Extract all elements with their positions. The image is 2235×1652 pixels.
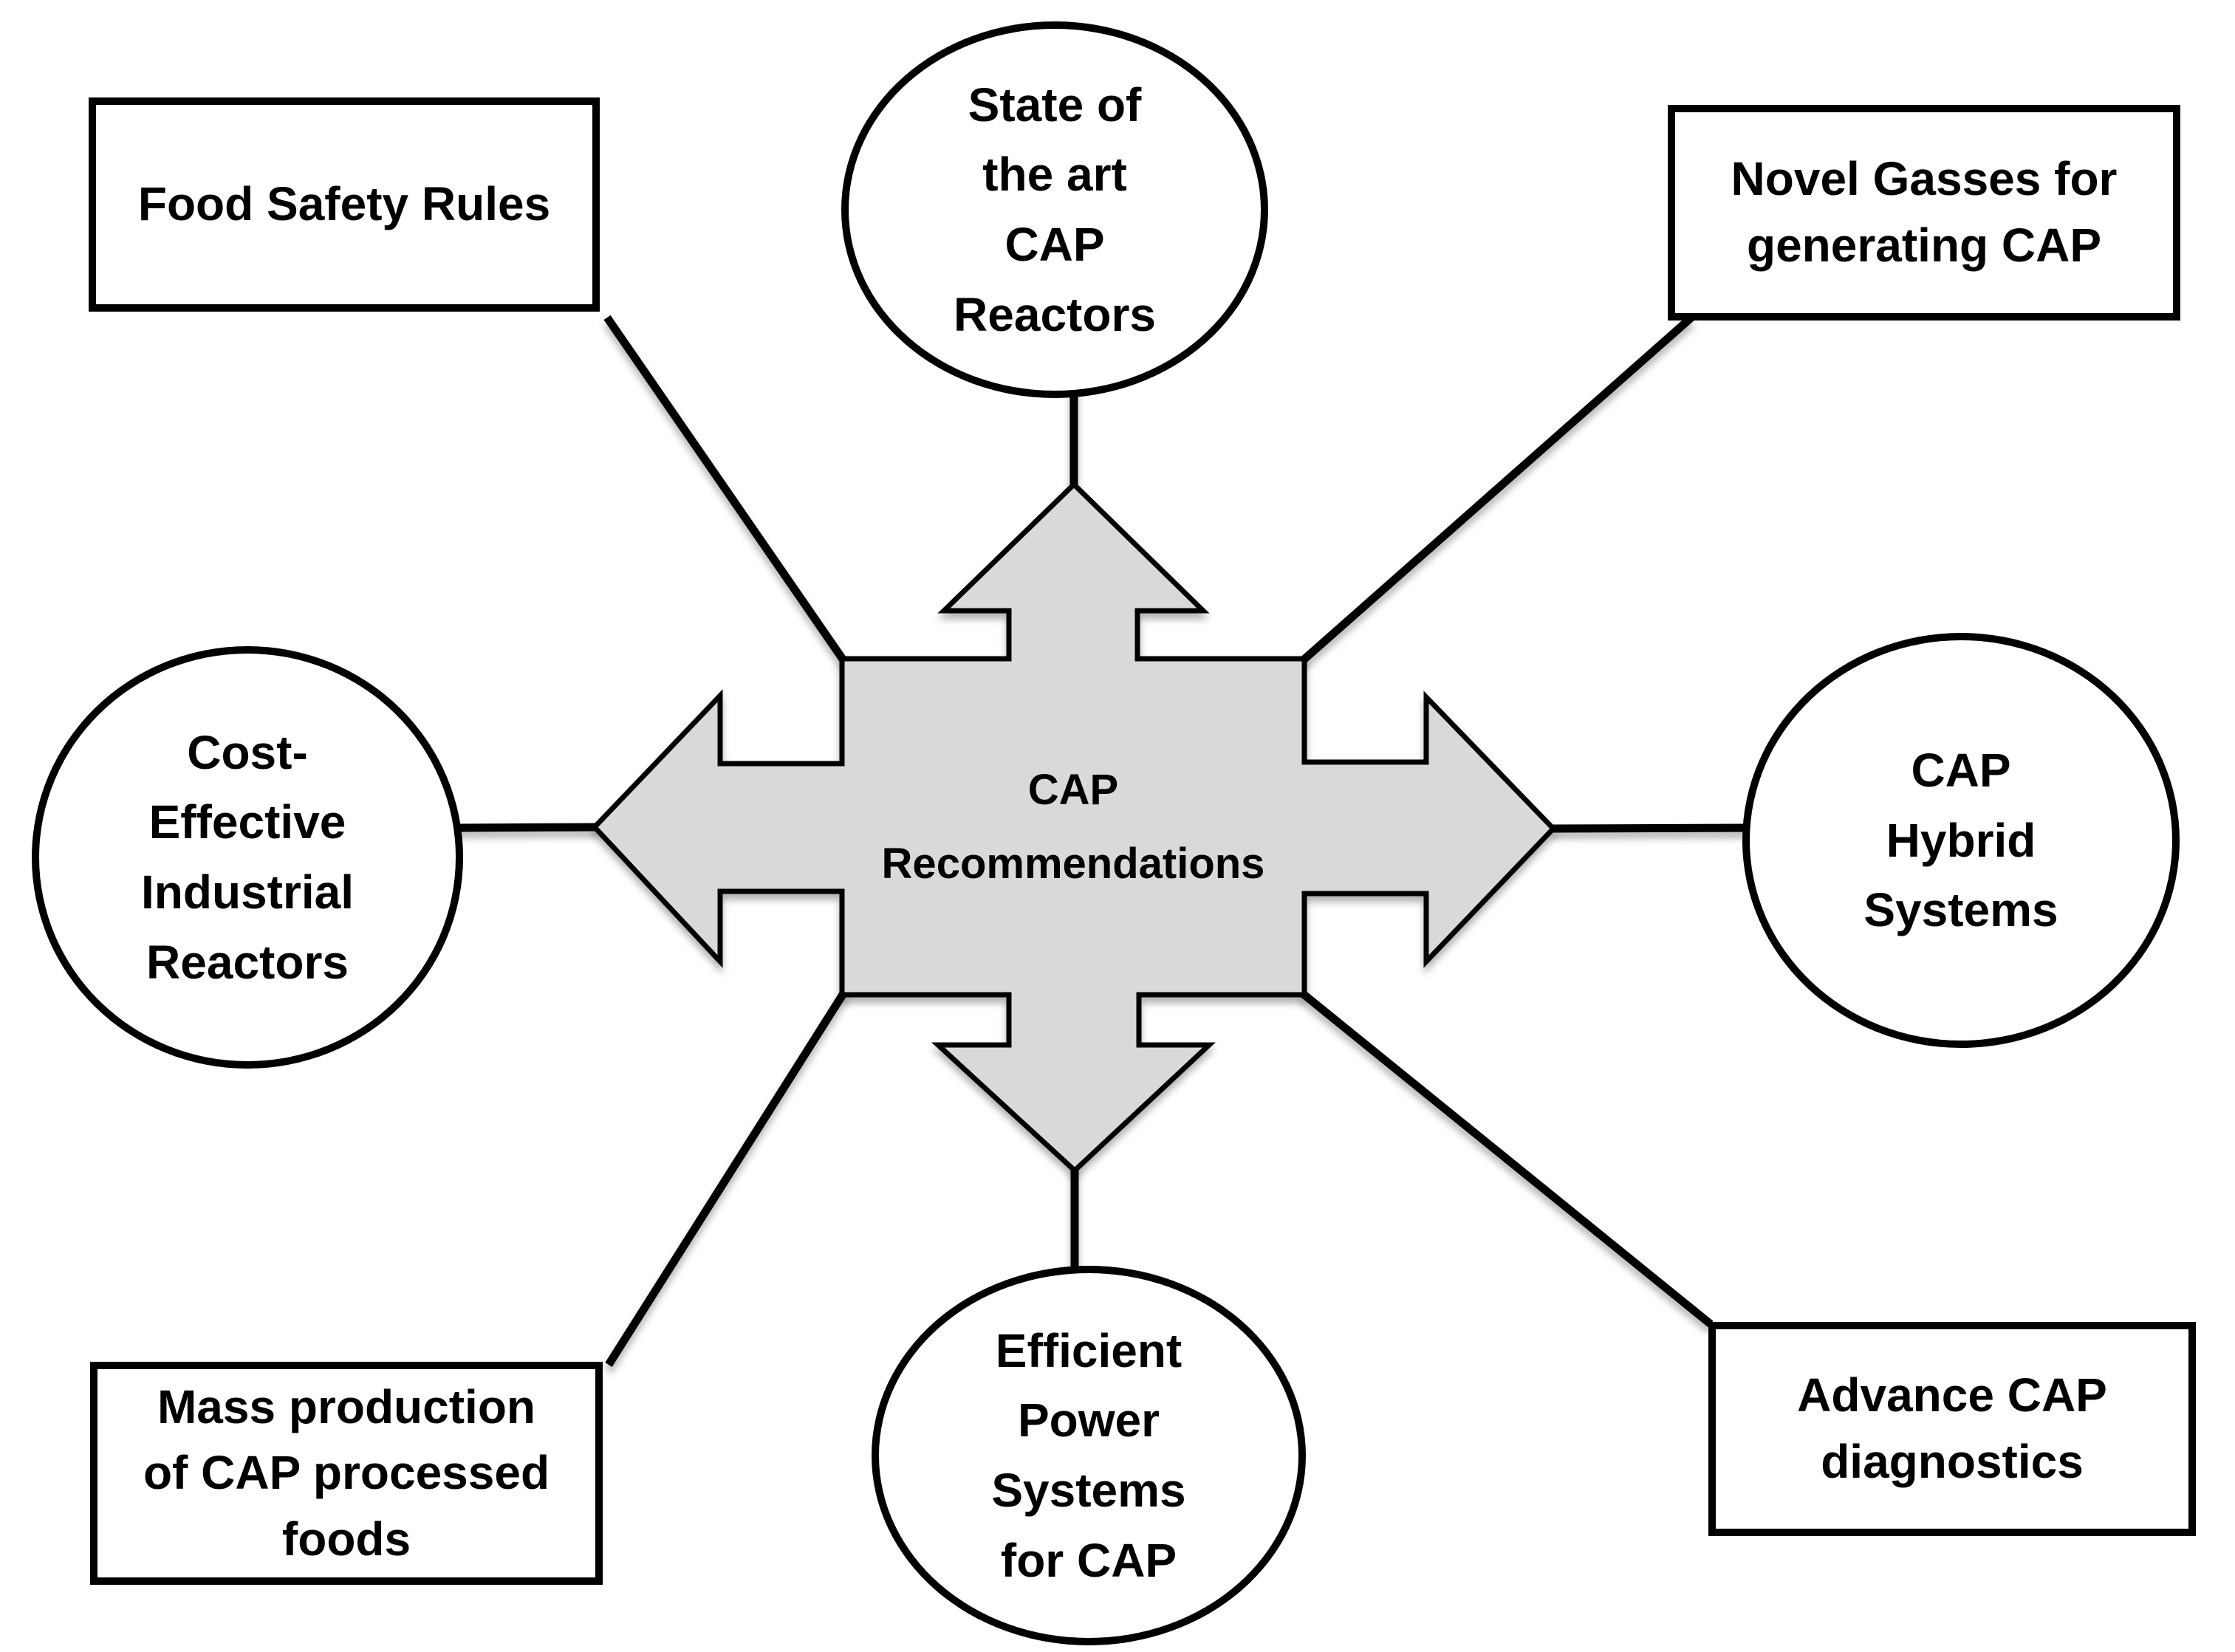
node-food-safety-rules-label: Food Safety Rules [137,177,551,231]
node-food-safety-rules: Food Safety Rules [89,97,600,312]
node-efficient-power-systems-for-cap: Efficient Power Systems for CAP [872,1266,1306,1645]
node-advance-cap-diagnostics: Advance CAP diagnostics [1708,1322,2196,1536]
connector-top-left [603,315,849,665]
connector-bottom-left [605,989,849,1367]
connector-left [456,823,600,832]
node-cap-hybrid-systems-label: CAP Hybrid Systems [1863,743,2058,937]
node-state-of-the-art-cap-reactors-label: State of the art CAP Reactors [954,78,1156,341]
node-efficient-power-systems-for-cap-label: Efficient Power Systems for CAP [991,1323,1186,1587]
connector-right [1550,823,1750,833]
node-cost-effective-industrial-reactors-label: Cost- Effective Industrial Reactors [140,725,355,989]
quad-arrow-shape [591,481,1557,1174]
node-mass-production-of-cap-processed-foods: Mass production of CAP processed foods [90,1362,603,1585]
node-cost-effective-industrial-reactors: Cost- Effective Industrial Reactors [32,646,463,1069]
connector-bottom-right [1298,989,1714,1328]
node-state-of-the-art-cap-reactors: State of the art CAP Reactors [841,21,1268,398]
node-novel-gasses-for-generating-cap-label: Novel Gasses for generating CAP [1731,152,2118,272]
node-advance-cap-diagnostics-label: Advance CAP diagnostics [1797,1368,2107,1488]
connector-top-right [1298,314,1694,665]
center-cap-recommendations: CAP Recommendations [837,702,1310,953]
center-cap-recommendations-label: CAP Recommendations [881,766,1265,888]
node-mass-production-of-cap-processed-foods-label: Mass production of CAP processed foods [143,1379,550,1566]
node-cap-hybrid-systems: CAP Hybrid Systems [1742,633,2180,1048]
node-novel-gasses-for-generating-cap: Novel Gasses for generating CAP [1668,105,2180,321]
